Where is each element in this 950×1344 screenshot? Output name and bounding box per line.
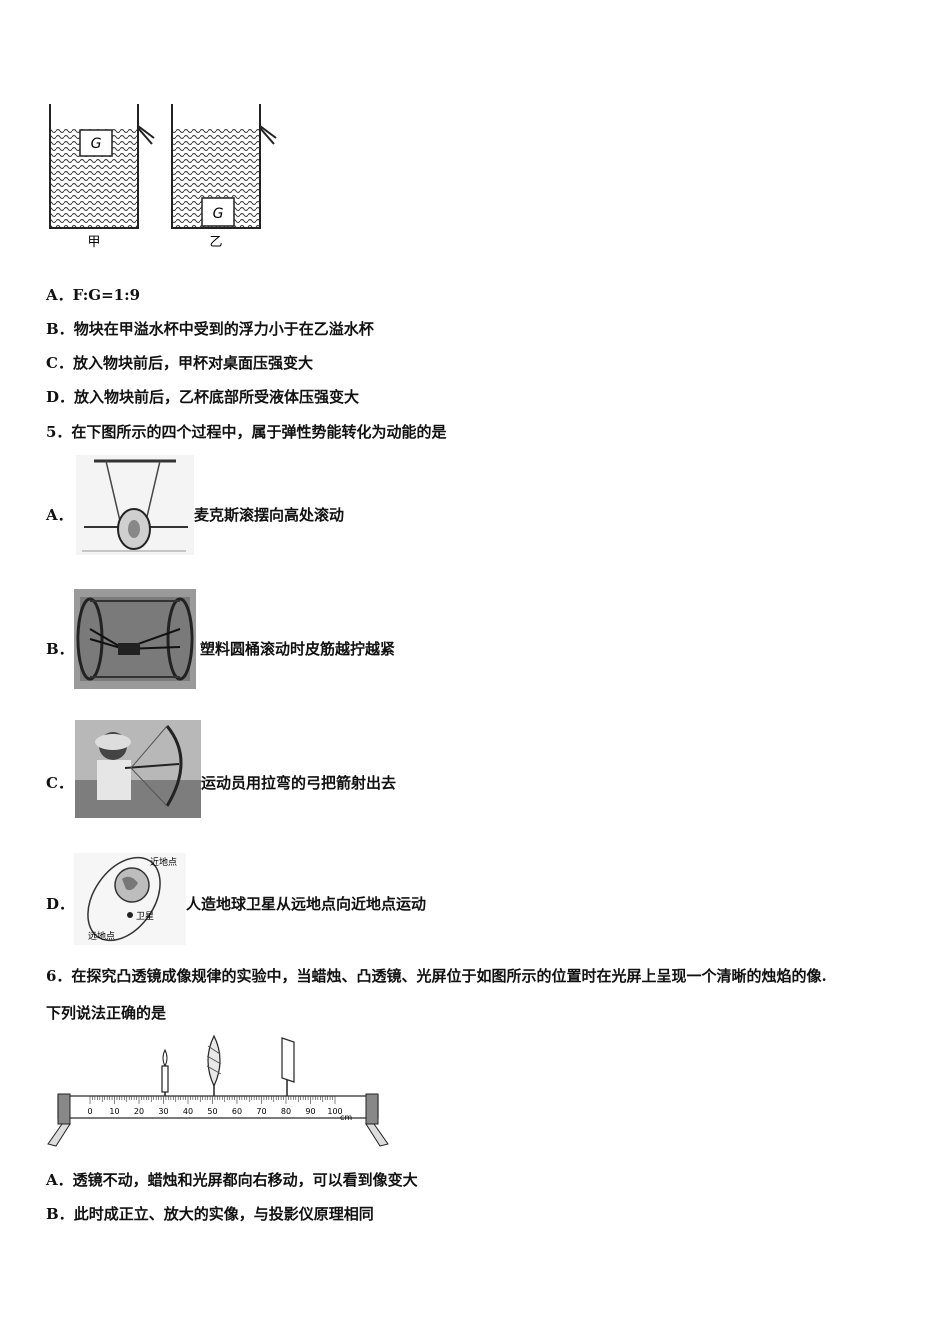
convex-lens (206, 1034, 222, 1098)
q6-option-b-text: 此时成正立、放大的实像，与投影仪原理相同 (73, 1205, 374, 1223)
maxwell-pendulum-image (76, 455, 194, 555)
optical-bench-figure: 0 10 20 30 40 50 60 70 80 90 100 cm (47, 1034, 389, 1147)
ruler-tick-label: 40 (183, 1107, 193, 1116)
q5-option-b-text: 塑料圆桶滚动时皮筋越拧越紧 (200, 640, 396, 658)
ruler-tick-label: 0 (87, 1107, 92, 1116)
candle (161, 1048, 169, 1098)
q4-option-d-text: 放入物块前后，乙杯底部所受液体压强变大 (74, 388, 360, 406)
ruler-tick-label: 20 (134, 1107, 144, 1116)
q4-option-b-letter: B． (46, 320, 74, 338)
q5-option-a-text: 麦克斯滚摆向高处滚动 (194, 506, 345, 524)
q5-option-d-text: 人造地球卫星从远地点向近地点运动 (186, 895, 427, 913)
archer-image (75, 720, 201, 818)
q5-option-a-letter: A． (46, 506, 73, 524)
near-point-label: 近地点 (150, 856, 177, 868)
bench-left-end (57, 1093, 71, 1125)
q6-option-a-letter: A． (46, 1171, 73, 1189)
q4-option-d: D．放入物块前后，乙杯底部所受液体压强变大 (46, 387, 359, 407)
ruler-tick-label: 80 (281, 1107, 291, 1116)
satellite-label: 卫星 (136, 911, 154, 922)
q4-option-d-letter: D． (46, 388, 75, 406)
ruler-tick-label: 90 (305, 1107, 315, 1116)
ruler-unit: cm (340, 1113, 352, 1122)
satellite-orbit-image: 近地点 卫星 远地点 (74, 853, 186, 945)
ruler-tick-label: 10 (109, 1107, 119, 1116)
q4-option-a: A．F:G=1:9 (46, 285, 140, 305)
q5-option-c-text: 运动员用拉弯的弓把箭射出去 (201, 774, 397, 792)
q6-option-a: A．透镜不动，蜡烛和光屏都向右移动，可以看到像变大 (46, 1170, 418, 1190)
ruler-tick-label: 60 (232, 1107, 242, 1116)
q5-option-c-letter: C． (46, 774, 73, 792)
light-screen (281, 1037, 295, 1098)
cup-label-yi: 乙 (209, 235, 222, 250)
q4-option-a-letter: A． (46, 286, 73, 304)
q6-option-b-letter: B． (46, 1205, 74, 1223)
bench-right-end (365, 1093, 379, 1125)
ruler-tick-label: 50 (207, 1107, 217, 1116)
cup-label-jia: 甲 (87, 235, 100, 250)
overflow-cups-figure: G 甲 G 乙 (49, 104, 277, 250)
q4-option-c: C．放入物块前后，甲杯对桌面压强变大 (46, 353, 313, 373)
block-label-jia: G (91, 136, 102, 152)
q4-option-b: B．物块在甲溢水杯中受到的浮力小于在乙溢水杯 (46, 319, 374, 339)
q5-stem: 5．在下图所示的四个过程中，属于弹性势能转化为动能的是 (46, 423, 447, 441)
ruler-scale: 0 10 20 30 40 50 60 70 80 90 100 (87, 1096, 343, 1116)
plastic-barrel-image (74, 589, 196, 689)
q6-option-a-text: 透镜不动，蜡烛和光屏都向右移动，可以看到像变大 (72, 1171, 418, 1189)
ruler-tick-label: 100 (327, 1107, 342, 1116)
q4-option-c-text: 放入物块前后，甲杯对桌面压强变大 (72, 354, 313, 372)
ruler-tick-label: 70 (256, 1107, 266, 1116)
q6-stem-line2: 下列说法正确的是 (46, 1004, 167, 1022)
q5-option-b-letter: B． (46, 640, 74, 658)
q6-stem-line1: 6．在探究凸透镜成像规律的实验中，当蜡烛、凸透镜、光屏位于如图所示的位置时在光屏… (46, 967, 827, 985)
cup-jia: G 甲 (49, 104, 155, 250)
q5-option-d-letter: D． (46, 895, 75, 913)
bench-left-leg (47, 1123, 71, 1147)
block-label-yi: G (213, 206, 224, 222)
bench-right-leg (365, 1123, 389, 1147)
q4-option-b-text: 物块在甲溢水杯中受到的浮力小于在乙溢水杯 (73, 320, 374, 338)
cup-yi: G 乙 (171, 104, 277, 250)
ruler-tick-label: 30 (158, 1107, 168, 1116)
q6-option-b: B．此时成正立、放大的实像，与投影仪原理相同 (46, 1204, 374, 1224)
q4-option-c-letter: C． (46, 354, 73, 372)
q4-option-a-text: F:G=1:9 (72, 286, 141, 304)
far-point-label: 远地点 (88, 930, 115, 942)
